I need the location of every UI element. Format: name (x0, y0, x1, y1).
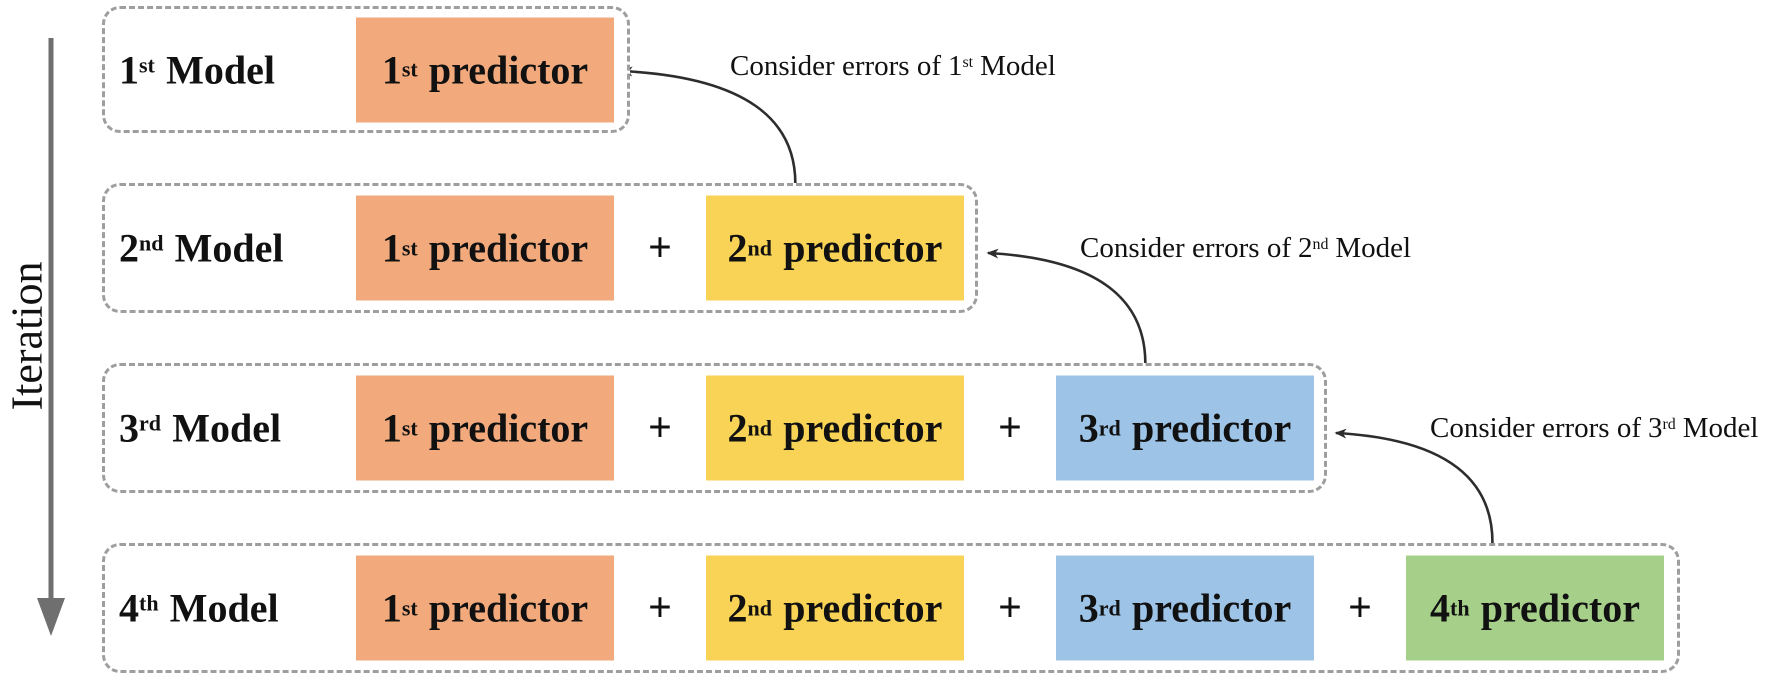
predictor-word: predictor (428, 225, 589, 271)
model-2-ordinal: nd (139, 230, 164, 256)
model-2-word: Model (174, 225, 284, 271)
annotation-ordinal: st (962, 54, 974, 72)
model-4-number: 4 (119, 585, 139, 631)
predictor-ordinal: rd (1098, 415, 1121, 440)
model-3-label: 3rd Model (119, 405, 281, 452)
model-3-number: 3 (119, 405, 139, 451)
annotation-number: 3 (1647, 412, 1663, 444)
consider-errors-arrow-2 (986, 248, 1147, 375)
model-4-word: Model (169, 585, 279, 631)
predictor-ordinal: nd (747, 235, 773, 260)
plus-operator: + (648, 225, 672, 271)
annotation-number: 2 (1297, 232, 1313, 264)
model-1-ordinal: st (139, 52, 155, 77)
plus-operator: + (648, 585, 672, 631)
predictor-number: 1 (381, 47, 402, 92)
predictor-ordinal: nd (747, 595, 773, 620)
predictor-word: predictor (783, 405, 943, 451)
annotation-tail: Model (1682, 412, 1759, 444)
predictor-ordinal: st (401, 235, 418, 260)
predictor-ordinal: st (401, 56, 418, 82)
predictor-ordinal: th (1450, 595, 1470, 620)
predictor-number: 2 (727, 585, 748, 631)
plus-operator: + (998, 405, 1022, 451)
predictor-word: predictor (783, 225, 943, 271)
predictor-word: predictor (783, 585, 943, 631)
predictor-ordinal: nd (747, 415, 773, 440)
predictor-ordinal: st (401, 415, 418, 440)
predictor-ordinal: rd (1098, 595, 1121, 620)
predictor-ordinal: st (401, 595, 418, 620)
consider-errors-arrow-1 (620, 66, 797, 194)
predictor-word: predictor (428, 405, 589, 451)
model-3-ordinal: rd (139, 410, 161, 436)
annotation-tail: Model (1335, 232, 1412, 264)
predictor-word: predictor (1480, 585, 1640, 631)
plus-operator: + (998, 585, 1022, 631)
model-1-label: 1st Model (119, 46, 275, 93)
annotation-ordinal: rd (1662, 416, 1676, 434)
model-1-number: 1 (119, 47, 139, 92)
model-4-label: 4th Model (119, 585, 279, 632)
plus-operator: + (1348, 585, 1372, 631)
predictor-number: 1 (381, 225, 402, 271)
predictor-word: predictor (428, 585, 589, 631)
annotation-prefix: Consider errors of (1430, 412, 1642, 444)
model-2-label: 2nd Model (119, 225, 284, 272)
annotation-prefix: Consider errors of (1080, 232, 1292, 264)
predictor-number: 1 (381, 405, 402, 451)
consider-errors-arrow-3 (1334, 428, 1494, 555)
model-4-ordinal: th (139, 590, 159, 616)
annotation-tail: Model (980, 50, 1056, 82)
predictor-word: predictor (1131, 405, 1292, 451)
iteration-axis-label: Iteration (2, 261, 52, 411)
annotation-number: 1 (947, 50, 963, 82)
predictor-number: 2 (727, 405, 748, 451)
model-3-word: Model (172, 405, 282, 451)
model-2-number: 2 (119, 225, 139, 271)
predictor-word: predictor (428, 47, 589, 92)
predictor-number: 4 (1430, 585, 1451, 631)
predictor-number: 3 (1078, 405, 1099, 451)
predictor-number: 2 (727, 225, 748, 271)
annotation-ordinal: nd (1312, 236, 1329, 254)
predictor-number: 1 (381, 585, 402, 631)
predictor-word: predictor (1131, 585, 1292, 631)
annotation-prefix: Consider errors of (730, 50, 942, 82)
model-1-word: Model (166, 47, 275, 92)
plus-operator: + (648, 405, 672, 451)
predictor-number: 3 (1078, 585, 1099, 631)
